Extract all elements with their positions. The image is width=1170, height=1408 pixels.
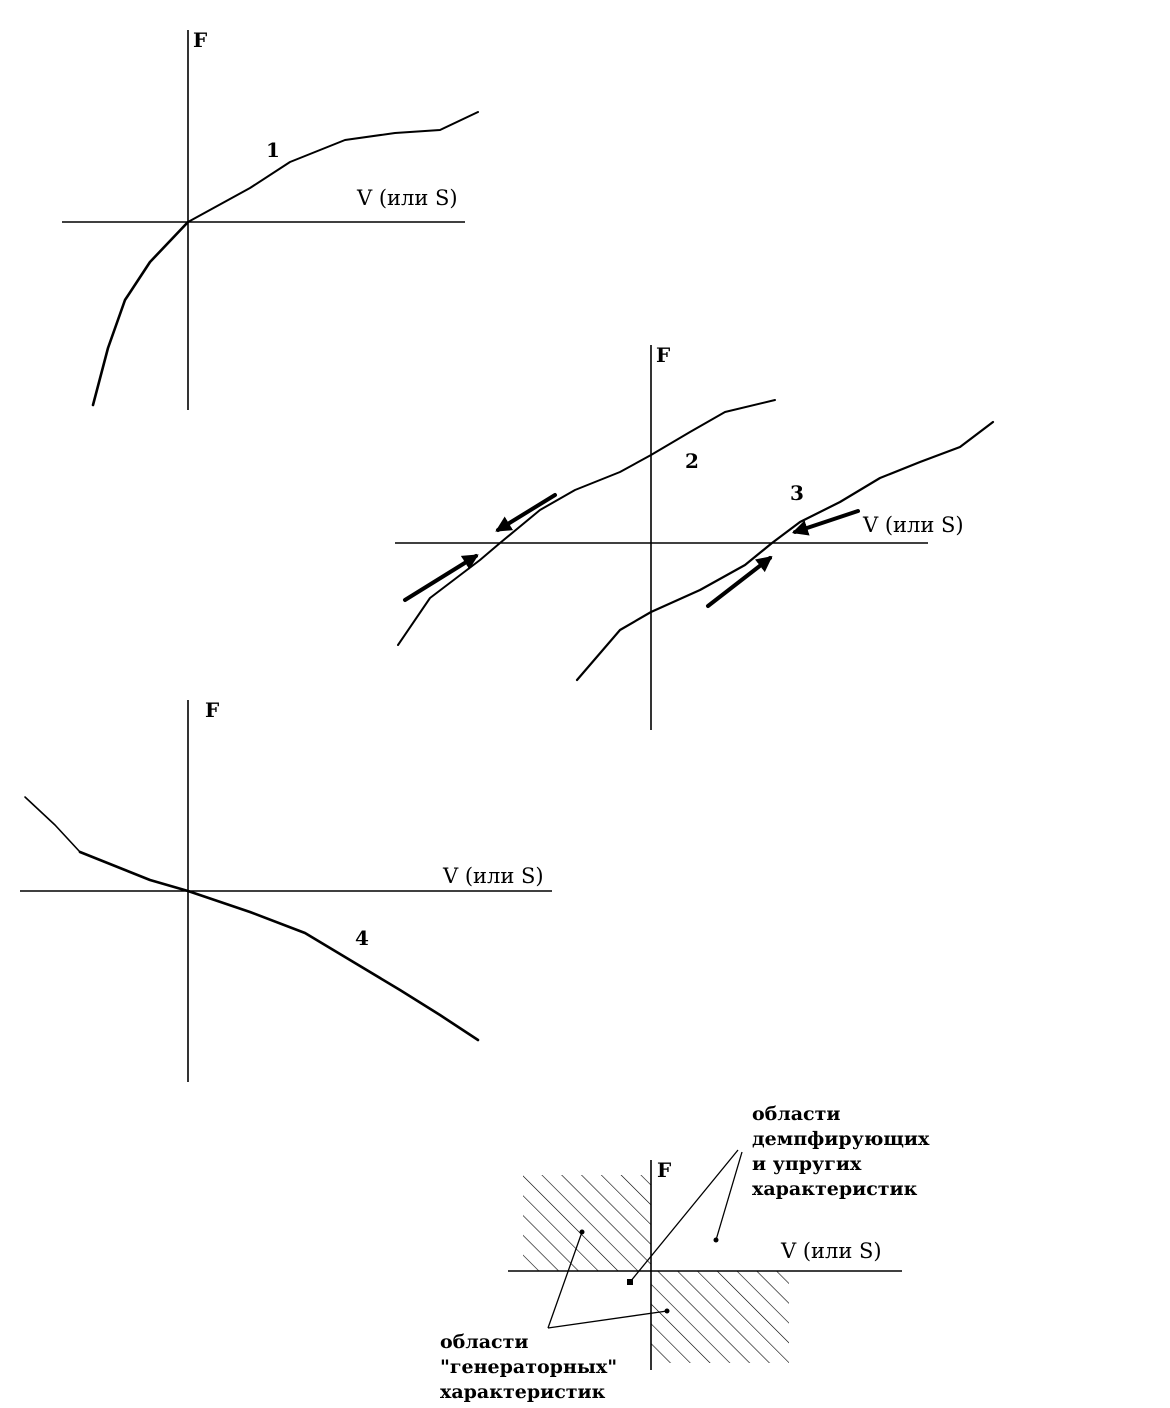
plot-4-curve-4-left bbox=[24, 796, 81, 853]
plot-4-v-label: V (или S) bbox=[442, 864, 544, 888]
leader-damping-dot-1 bbox=[627, 1279, 633, 1285]
leader-damping-1 bbox=[629, 1149, 739, 1283]
plot-2-f-label: F bbox=[656, 343, 670, 367]
plot-1-curve-1 bbox=[187, 111, 479, 223]
plot-1-curve-1-lower bbox=[91, 220, 190, 407]
plot-2-curve-3 bbox=[575, 420, 995, 682]
plot-1-curve-label: 1 bbox=[266, 138, 280, 162]
plot-regions: F V (или S) области демпфирующих и упруг… bbox=[440, 1103, 936, 1403]
plot-2-curve-2-label: 2 bbox=[685, 449, 699, 473]
arrow-2-up bbox=[403, 554, 479, 602]
region-generator-note: области "генераторных" характеристик bbox=[440, 1331, 624, 1403]
plot-4: F V (или S) 4 bbox=[20, 698, 552, 1082]
leader-damping-dot-2 bbox=[713, 1237, 719, 1243]
plot-2-v-label: V (или S) bbox=[862, 513, 964, 537]
leader-generator-1 bbox=[547, 1231, 583, 1329]
plot-2-curve-3-label: 3 bbox=[790, 481, 804, 505]
region-damping-note: области демпфирующих и упругих характери… bbox=[752, 1103, 936, 1200]
plot-1-v-label: V (или S) bbox=[356, 186, 458, 210]
leader-generator-dot-1 bbox=[579, 1229, 585, 1235]
plot-regions-f-label: F bbox=[657, 1158, 671, 1182]
plot-4-curve-label: 4 bbox=[355, 926, 369, 950]
plot-1: F V (или S) 1 bbox=[62, 28, 479, 410]
leader-generator-dot-2 bbox=[664, 1308, 670, 1314]
plot-2-3: F V (или S) 2 3 bbox=[395, 343, 995, 730]
plot-4-curve-4 bbox=[78, 850, 480, 1042]
region-hatched-lower-right bbox=[651, 1271, 789, 1363]
plot-1-f-label: F bbox=[193, 28, 207, 52]
leader-generator-2 bbox=[547, 1310, 668, 1329]
arrow-3-down bbox=[791, 509, 860, 536]
plot-4-f-label: F bbox=[205, 698, 219, 722]
plot-regions-v-label: V (или S) bbox=[780, 1239, 882, 1263]
region-hatched-upper-left bbox=[523, 1175, 651, 1271]
leader-damping-2 bbox=[715, 1151, 743, 1241]
plot-2-curve-2 bbox=[397, 399, 776, 646]
arrow-2-down bbox=[495, 493, 557, 532]
arrow-3-up bbox=[706, 556, 773, 608]
